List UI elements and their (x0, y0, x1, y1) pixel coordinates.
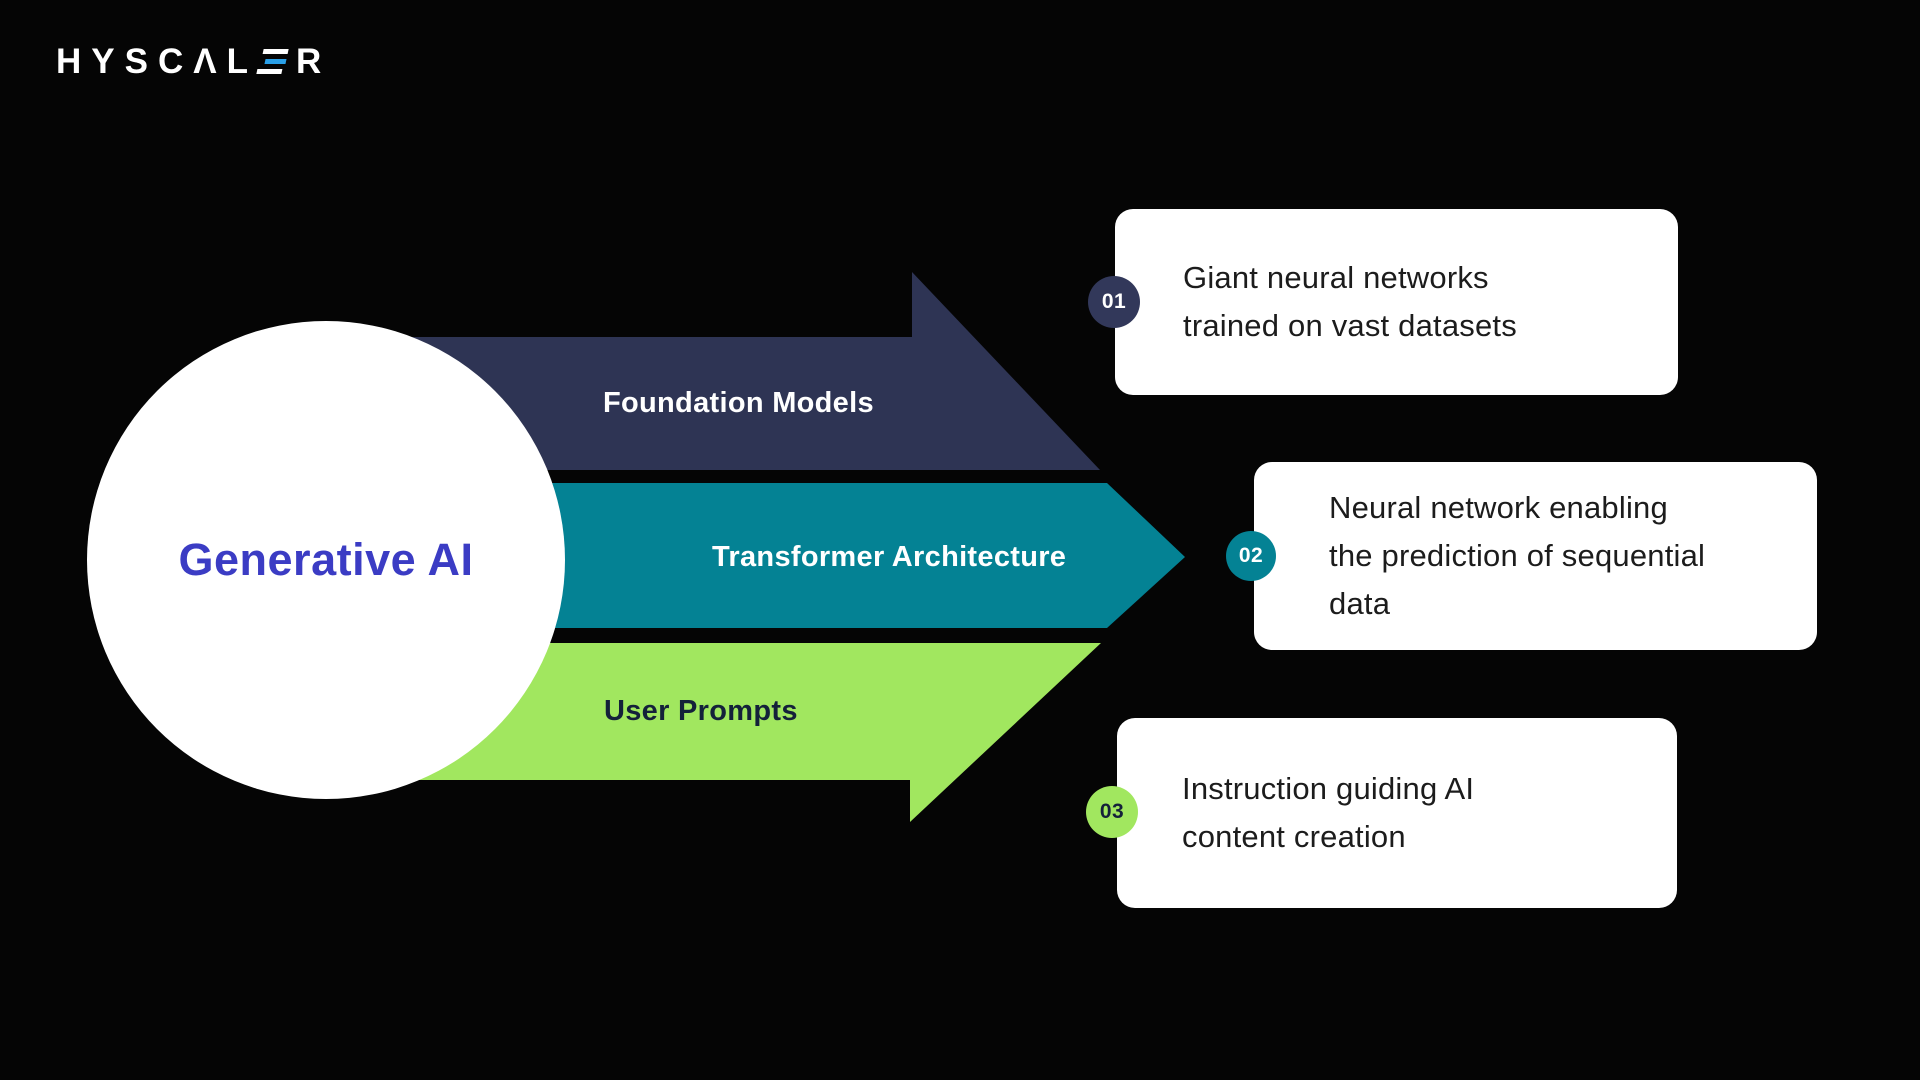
step-badge-01: 01 (1088, 276, 1140, 328)
hyscaler-logo: HYSCΛL R (56, 44, 331, 79)
generative-ai-title: Generative AI (178, 534, 474, 585)
arrow-user-prompts (340, 643, 1101, 822)
info-card-3: Instruction guiding AI content creation (1117, 718, 1677, 908)
arrow-foundation-models (340, 272, 1100, 470)
card3-line1: Instruction guiding AI (1182, 771, 1475, 806)
arrow-label-foundation-models: Foundation Models (603, 387, 874, 419)
card2-line2: the prediction of sequential (1329, 538, 1706, 573)
generative-ai-circle: Generative AI (87, 321, 565, 799)
logo-text-left: HYSCΛL (56, 42, 258, 81)
step-badge-02: 02 (1226, 531, 1276, 581)
card2-line1: Neural network enabling (1329, 490, 1668, 525)
step-badge-03: 03 (1086, 786, 1138, 838)
arrow-label-transformer-architecture: Transformer Architecture (712, 541, 1067, 573)
card1-line2: trained on vast datasets (1183, 308, 1517, 343)
card2-line3: data (1329, 586, 1391, 621)
card1-line1: Giant neural networks (1183, 260, 1489, 295)
info-card-1: Giant neural networks trained on vast da… (1115, 209, 1678, 395)
logo-text-right: R (295, 42, 332, 81)
info-card-2: Neural network enabling the prediction o… (1254, 462, 1817, 650)
card3-line2: content creation (1182, 819, 1406, 854)
arrow-label-user-prompts: User Prompts (604, 695, 798, 727)
